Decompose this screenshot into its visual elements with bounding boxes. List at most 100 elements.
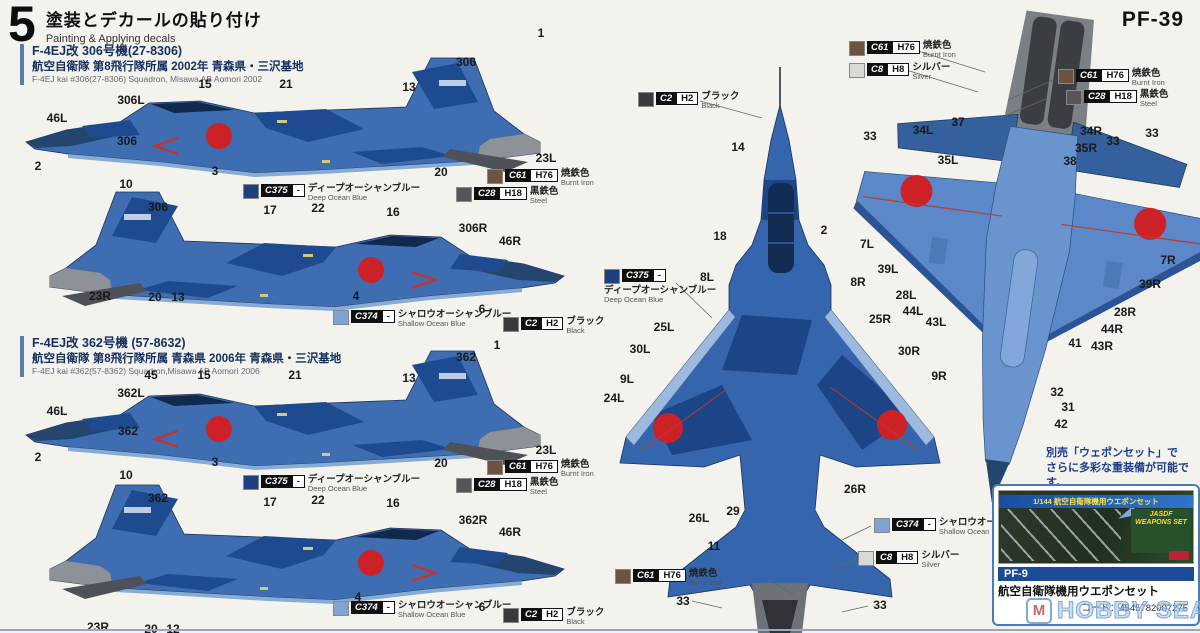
part-label-38: 38 bbox=[1063, 154, 1077, 168]
aqueous-color-code: - bbox=[922, 518, 936, 531]
part-label-44R: 44R bbox=[1100, 322, 1124, 336]
part-label-21: 21 bbox=[288, 368, 302, 382]
part-label-362: 362 bbox=[117, 424, 139, 438]
paint-name-en: Burnt Iron bbox=[688, 578, 722, 588]
variant-2-name: F-4EJ改 362号機 (57-8632) bbox=[32, 336, 186, 350]
gsi-color-code: C8 bbox=[876, 551, 897, 564]
part-label-25L: 25L bbox=[653, 320, 675, 334]
paint-chip bbox=[487, 169, 503, 184]
gsi-color-code: C28 bbox=[474, 187, 500, 200]
aqueous-color-code: H18 bbox=[499, 478, 527, 491]
variant-1-unit: 航空自衛隊 第8飛行隊所属 2002年 青森県・三沢基地 bbox=[32, 60, 304, 73]
paint-name-jp: ディープオーシャンブルー bbox=[307, 474, 421, 485]
weapon-set-note-line1: 別売「ウェポンセット」で bbox=[1046, 447, 1178, 459]
part-label-2: 2 bbox=[34, 450, 42, 464]
part-label-44L: 44L bbox=[902, 304, 924, 318]
part-label-13: 13 bbox=[402, 80, 416, 94]
leader-lines bbox=[675, 46, 1054, 613]
part-label-46R: 46R bbox=[498, 525, 522, 539]
part-label-32: 32 bbox=[1050, 385, 1064, 399]
part-label-15: 15 bbox=[197, 368, 211, 382]
part-label-3: 3 bbox=[211, 455, 219, 469]
weapon-set-panel-text: JASDF WEAPONS SET bbox=[1131, 509, 1191, 553]
gsi-color-code: C61 bbox=[867, 41, 893, 54]
part-label-8L: 8L bbox=[699, 270, 715, 284]
weapon-set-jan-code: コード：4545782007275 bbox=[1081, 603, 1188, 614]
aqueous-color-code: H76 bbox=[1101, 69, 1129, 82]
part-label-33: 33 bbox=[1145, 126, 1159, 140]
weapons-sprue-image bbox=[1001, 509, 1121, 561]
part-label-6: 6 bbox=[478, 302, 486, 316]
gsi-color-code: C2 bbox=[656, 92, 677, 105]
part-label-34L: 34L bbox=[912, 123, 934, 137]
part-label-39L: 39L bbox=[877, 262, 899, 276]
aqueous-color-code: H2 bbox=[541, 608, 564, 621]
aqueous-color-code: H2 bbox=[676, 92, 699, 105]
paint-chip bbox=[456, 187, 472, 202]
part-label-25R: 25R bbox=[868, 312, 892, 326]
part-label-13: 13 bbox=[402, 371, 416, 385]
paint-name-en: Deep Ocean Blue bbox=[604, 295, 664, 305]
part-label-2: 2 bbox=[34, 159, 42, 173]
part-label-22: 22 bbox=[311, 201, 325, 215]
part-label-29: 29 bbox=[726, 504, 740, 518]
part-label-4: 4 bbox=[352, 289, 360, 303]
bottom-view bbox=[853, 10, 1200, 503]
part-label-3: 3 bbox=[211, 164, 219, 178]
weapon-set-product-name: 航空自衛隊機用ウエポンセット bbox=[998, 586, 1159, 598]
part-label-9L: 9L bbox=[619, 372, 635, 386]
part-label-7R: 7R bbox=[1160, 253, 1176, 267]
aqueous-color-code: H18 bbox=[499, 187, 527, 200]
part-label-16: 16 bbox=[386, 205, 400, 219]
gsi-color-code: C2 bbox=[521, 608, 542, 621]
variant-1-name: F-4EJ改 306号機(27-8306) bbox=[32, 44, 183, 58]
paint-chip bbox=[503, 317, 519, 332]
part-label-23L: 23L bbox=[535, 443, 557, 457]
gsi-color-code: C28 bbox=[1084, 90, 1110, 103]
aqueous-color-code: - bbox=[291, 184, 305, 197]
paint-chip bbox=[638, 92, 654, 107]
paint-chip bbox=[849, 41, 865, 56]
part-label-16: 16 bbox=[386, 496, 400, 510]
paint-chip bbox=[333, 310, 349, 325]
part-label-362R: 362R bbox=[458, 513, 488, 527]
gsi-color-code: C375 bbox=[261, 475, 292, 488]
gsi-color-code: C61 bbox=[633, 569, 659, 582]
section-divider bbox=[0, 629, 1200, 631]
gsi-color-code: C2 bbox=[521, 317, 542, 330]
kit-code: PF-39 bbox=[1121, 8, 1184, 31]
paint-chip bbox=[333, 601, 349, 616]
paint-name-en: Black bbox=[566, 326, 585, 336]
aqueous-color-code: H76 bbox=[530, 460, 558, 473]
aqueous-color-code: H76 bbox=[892, 41, 920, 54]
part-label-12: 12 bbox=[166, 622, 180, 633]
part-label-23R: 23R bbox=[86, 620, 110, 633]
gsi-color-code: C375 bbox=[261, 184, 292, 197]
part-label-42: 42 bbox=[1054, 417, 1068, 431]
part-label-11: 11 bbox=[707, 539, 721, 553]
paint-name-jp: 黒鉄色 bbox=[529, 186, 559, 197]
part-label-306R: 306R bbox=[458, 221, 488, 235]
part-label-362: 362 bbox=[147, 491, 169, 505]
gsi-color-code: C374 bbox=[351, 601, 382, 614]
part-label-30L: 30L bbox=[629, 342, 651, 356]
weapon-set-ad: JASDF WEAPONS SET 1/144 航空自衛隊機用ウエポンセット P… bbox=[992, 484, 1200, 626]
paint-name-jp: ブラック bbox=[566, 607, 605, 618]
paint-chip bbox=[874, 518, 890, 533]
paint-name-en: Deep Ocean Blue bbox=[307, 193, 368, 203]
part-label-28L: 28L bbox=[895, 288, 917, 302]
aqueous-color-code: - bbox=[652, 269, 666, 282]
paint-name-jp: 焼鉄色 bbox=[560, 168, 590, 179]
paint-chip bbox=[456, 478, 472, 493]
part-label-362: 362 bbox=[455, 350, 477, 364]
weapon-set-code-bar: PF-9 bbox=[998, 567, 1194, 581]
part-label-39R: 39R bbox=[1138, 277, 1162, 291]
paint-name-en: Deep Ocean Blue bbox=[307, 484, 368, 494]
part-label-13: 13 bbox=[171, 290, 185, 304]
aqueous-color-code: H76 bbox=[530, 169, 558, 182]
part-label-46L: 46L bbox=[46, 404, 68, 418]
part-label-15: 15 bbox=[198, 77, 212, 91]
